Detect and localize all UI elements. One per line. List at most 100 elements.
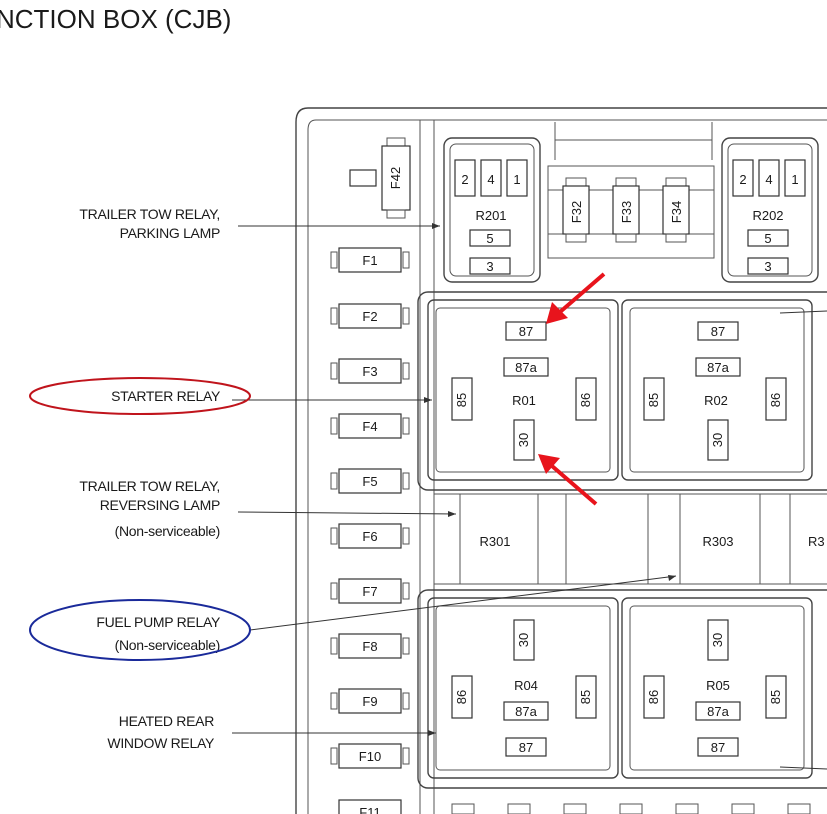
- page-title: NCTION BOX (CJB): [0, 4, 231, 34]
- pin-label: 1: [791, 172, 798, 187]
- fuse-label: F8: [362, 639, 377, 654]
- relay-name: R05: [706, 678, 730, 693]
- relay-r02[interactable]: 87 87a 85 86 R02 30: [621, 299, 813, 481]
- fuse-f1[interactable]: F1: [330, 247, 410, 273]
- fuse-label: F1: [362, 253, 377, 268]
- fuse-f42[interactable]: F42: [349, 137, 411, 219]
- fuse-label: F11: [359, 805, 380, 814]
- pin-label: 2: [461, 172, 468, 187]
- relay-name: R201: [475, 208, 506, 223]
- relay-r04[interactable]: 30 86 85 R04 87a 87: [427, 597, 619, 779]
- pin-30: 30: [710, 433, 725, 447]
- relay-r201[interactable]: 2 4 1 R201 5 3: [443, 137, 541, 283]
- bottom-fuse-stubs: [451, 803, 811, 814]
- leader-lines: [232, 223, 827, 770]
- relay-r202[interactable]: 2 4 1 R202 5 3: [721, 137, 819, 283]
- fuel-pump-highlight-ellipse: [29, 599, 251, 661]
- fuse-label: F5: [362, 474, 377, 489]
- fuse-label: F34: [669, 201, 684, 223]
- relay-name: R01: [512, 393, 536, 408]
- inner-frame: [307, 119, 827, 814]
- fuse-label: F3: [362, 364, 377, 379]
- pin-label: 3: [764, 259, 771, 274]
- pin-85: 85: [646, 393, 661, 407]
- label-starter-relay: STARTER RELAY: [111, 388, 221, 404]
- pin-87a: 87a: [515, 704, 537, 719]
- pin-label: 5: [764, 231, 771, 246]
- pin-label: 1: [513, 172, 520, 187]
- svg-text:TRAILER TOW RELAY,: TRAILER TOW RELAY,: [79, 206, 220, 222]
- fuse-f8[interactable]: F8: [330, 633, 410, 659]
- relay-name: R3: [808, 534, 825, 549]
- relay-r301[interactable]: R301: [479, 534, 510, 549]
- left-fuse-column: F1 F2 F3 F4 F5 F6 F7 F8 F9 F10 F11: [330, 247, 410, 814]
- svg-text:TRAILER TOW RELAY,: TRAILER TOW RELAY,: [79, 478, 220, 494]
- pin-30: 30: [710, 633, 725, 647]
- fuse-f7[interactable]: F7: [330, 578, 410, 604]
- fuse-label: F6: [362, 529, 377, 544]
- top-fuse-block: F32 F33 F34: [547, 122, 715, 259]
- fuse-f2[interactable]: F2: [330, 303, 410, 329]
- pin-86: 86: [646, 690, 661, 704]
- relay-name: R303: [702, 534, 733, 549]
- pin-label: 5: [486, 231, 493, 246]
- fuse-label: F2: [362, 309, 377, 324]
- svg-text:PARKING LAMP: PARKING LAMP: [120, 225, 220, 241]
- svg-text:WINDOW RELAY: WINDOW RELAY: [107, 735, 215, 751]
- label-fuel-pump-relay: FUEL PUMP RELAY (Non-serviceable): [96, 614, 221, 653]
- fuse-f34[interactable]: F34: [662, 177, 690, 243]
- relay-name: R301: [479, 534, 510, 549]
- fuse-f4[interactable]: F4: [330, 413, 410, 439]
- fuse-f11[interactable]: F11: [338, 799, 402, 814]
- fuse-label: F7: [362, 584, 377, 599]
- pin-86: 86: [454, 690, 469, 704]
- pin-85: 85: [454, 393, 469, 407]
- pin-87a: 87a: [707, 360, 729, 375]
- relay-r303[interactable]: R303: [702, 534, 733, 549]
- relay-name: R04: [514, 678, 538, 693]
- starter-highlight-ellipse: [29, 377, 251, 415]
- pin-87: 87: [519, 740, 533, 755]
- pin-87: 87: [519, 324, 533, 339]
- fuse-label: F32: [569, 201, 584, 223]
- fuse-label: F42: [388, 167, 403, 189]
- pin-label: 2: [739, 172, 746, 187]
- label-heated-rear-window: HEATED REAR WINDOW RELAY: [107, 713, 215, 751]
- pin-label: 4: [765, 172, 772, 187]
- red-arrow-icon: [538, 454, 598, 506]
- lower-relay-housing: [417, 589, 827, 789]
- middle-relay-row: R301 R303 R3: [433, 493, 827, 585]
- fuse-f10[interactable]: F10: [330, 743, 410, 769]
- fuse-f5[interactable]: F5: [330, 468, 410, 494]
- pin-86: 86: [578, 393, 593, 407]
- fuse-label: F33: [619, 201, 634, 223]
- pin-85: 85: [768, 690, 783, 704]
- pin-87: 87: [711, 740, 725, 755]
- pin-30: 30: [516, 433, 531, 447]
- red-arrow-icon: [546, 272, 606, 324]
- fuse-f32[interactable]: F32: [562, 177, 590, 243]
- relay-r05[interactable]: 30 86 85 R05 87a 87: [621, 597, 813, 779]
- fuse-f6[interactable]: F6: [330, 523, 410, 549]
- fuse-f9[interactable]: F9: [330, 688, 410, 714]
- label-trailer-tow-parking: TRAILER TOW RELAY, PARKING LAMP: [79, 206, 220, 241]
- pin-87: 87: [711, 324, 725, 339]
- label-trailer-tow-reversing: TRAILER TOW RELAY, REVERSING LAMP (Non-s…: [79, 478, 220, 539]
- svg-text:(Non-serviceable): (Non-serviceable): [115, 637, 220, 653]
- fuse-f3[interactable]: F3: [330, 358, 410, 384]
- pin-86: 86: [768, 393, 783, 407]
- fuse-f33[interactable]: F33: [612, 177, 640, 243]
- pin-85: 85: [578, 690, 593, 704]
- pin-label: 4: [487, 172, 494, 187]
- svg-text:(Non-serviceable): (Non-serviceable): [115, 523, 220, 539]
- fuse-label: F9: [362, 694, 377, 709]
- svg-text:STARTER RELAY: STARTER RELAY: [111, 388, 221, 404]
- relay-name: R202: [752, 208, 783, 223]
- upper-relay-housing: [417, 291, 827, 491]
- relay-r3-partial[interactable]: R3: [808, 534, 825, 549]
- outer-frame: [295, 107, 827, 814]
- relay-name: R02: [704, 393, 728, 408]
- relay-r01[interactable]: 87 87a 85 86 R01 30: [427, 299, 619, 481]
- pin-87a: 87a: [515, 360, 537, 375]
- fuse-label: F10: [359, 749, 381, 764]
